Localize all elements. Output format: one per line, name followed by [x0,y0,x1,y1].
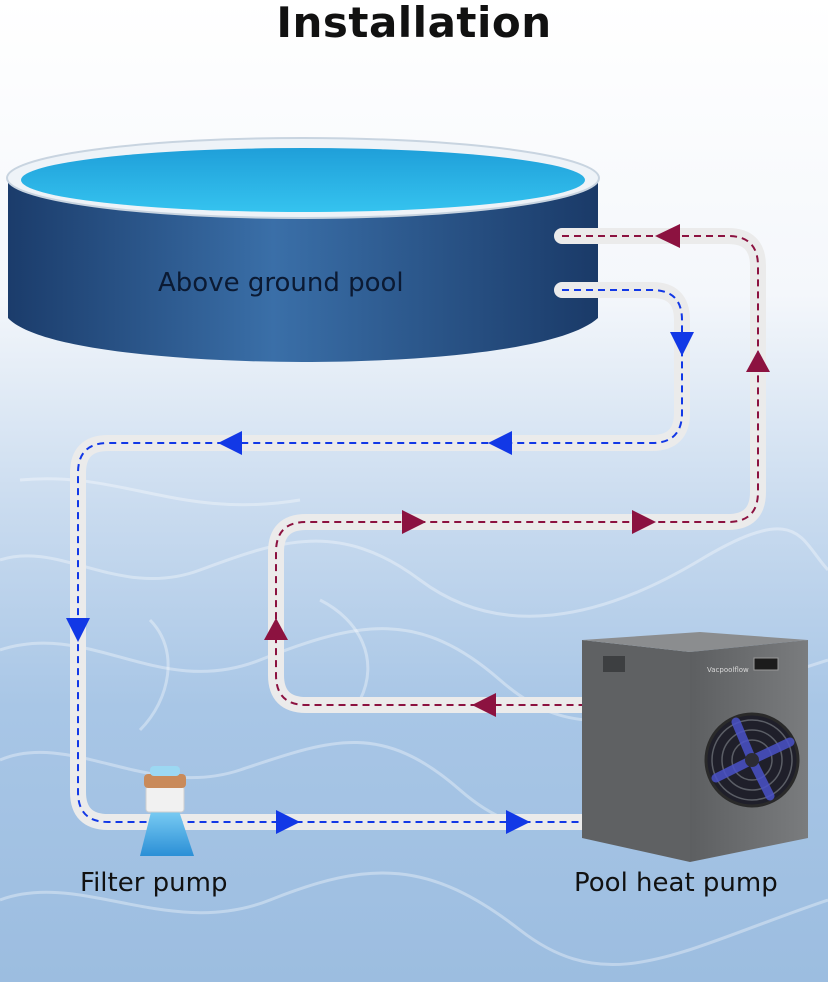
hot-flow-line [275,235,759,706]
arrow-down [66,618,90,642]
arrow-right [276,810,300,834]
heat-pump-label: Pool heat pump [574,868,778,898]
arrow-up [264,618,288,640]
cold-flow-arrows [66,332,694,834]
arrow-up [746,350,770,372]
page-title: Installation [276,0,552,47]
arrow-right [402,510,426,534]
cold-flow-line [77,289,683,823]
arrow-left [488,431,512,455]
fan-icon [704,712,800,808]
heat-pump-icon: Vacpoolflow [582,632,808,862]
pool-icon [6,137,600,362]
filter-pump-label: Filter pump [80,868,228,898]
hot-flow-arrows [264,224,770,717]
arrow-right [632,510,656,534]
pool-label: Above ground pool [158,268,404,298]
arrow-left [218,431,242,455]
arrow-left [655,224,680,248]
arrow-down [670,332,694,356]
arrow-left [472,693,496,717]
filter-pump-icon [140,766,194,856]
heat-pump-brand: Vacpoolflow [707,666,749,674]
arrow-right [506,810,530,834]
